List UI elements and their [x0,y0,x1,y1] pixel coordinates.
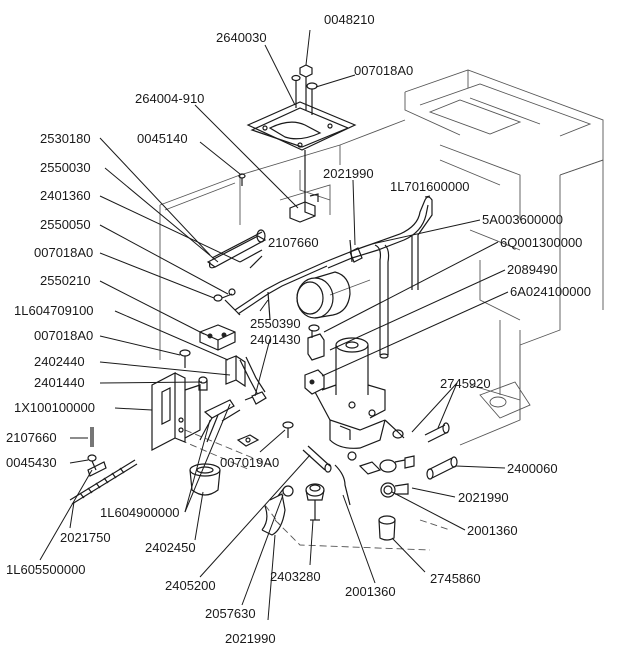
clamp-2021990-bottom [277,485,294,497]
label-2400060: 2400060 [507,461,558,476]
tube-2001360-bottom [334,464,351,506]
label-5A003600000: 5A003600000 [482,212,563,227]
label-1L605500000: 1L605500000 [6,562,86,577]
screw-007019A0 [236,421,294,447]
label-007018A0-top: 007018A0 [354,63,413,78]
label-007018A0-low: 007018A0 [34,328,93,343]
label-007019A0: 007019A0 [220,455,279,470]
block-264004-910 [289,150,319,223]
machine-body-outline [159,69,604,551]
label-2021990-bottom: 2021990 [225,631,276,646]
label-2001360-right: 2001360 [467,523,518,538]
label-2550210: 2550210 [40,273,91,288]
strainer-2403280 [305,483,325,521]
label-2640030: 2640030 [216,30,267,45]
pin-2107660-left [90,427,94,447]
l-tube-2402440 [225,355,266,401]
bolt-2745860 [378,515,396,541]
label-264004-910: 264004-910 [135,91,204,106]
label-2001360-bottom: 2001360 [345,584,396,599]
label-0048210: 0048210 [324,12,375,27]
label-2057630: 2057630 [205,606,256,621]
bracket-2550210 [199,324,236,351]
spring-2021750 [69,459,138,505]
tube-1L701600000 [324,196,433,359]
label-1X100100000: 1X100100000 [14,400,95,415]
label-2403280: 2403280 [270,569,321,584]
screw-007018A0-low [179,349,191,368]
label-0045430: 0045430 [6,455,57,470]
tube-2405200 [302,445,332,473]
label-2107660-left: 2107660 [6,430,57,445]
clamp-2021990-right [394,455,415,469]
connector-6Q001300000 [307,324,325,361]
part-labels: 2640030 0048210 007018A0 264004-910 2530… [6,12,591,646]
screw-0045140 [238,173,246,186]
fitting-2401430 [251,391,267,405]
label-2550030: 2550030 [40,160,91,175]
label-6A024100000: 6A024100000 [510,284,591,299]
screw-007018A0-top [291,74,318,115]
label-2021990-right: 2021990 [458,490,509,505]
bracket-6A024100000 [304,369,325,395]
label-1L604900000: 1L604900000 [100,505,180,520]
rod-2550390 [234,261,328,321]
label-2401440: 2401440 [34,375,85,390]
pump-2089490 [314,337,386,449]
tube-2400060 [426,456,458,480]
filter-5A003600000 [296,271,351,319]
label-2089490: 2089490 [507,262,558,277]
label-2401360: 2401360 [40,188,91,203]
label-1L701600000: 1L701600000 [390,179,470,194]
elbow-2057630 [261,493,286,536]
plate-1X100100000 [151,372,201,451]
label-2550050: 2550050 [40,217,91,232]
label-2021750: 2021750 [60,530,111,545]
label-2402450: 2402450 [145,540,196,555]
label-2405200: 2405200 [165,578,216,593]
hose-2745920 [384,419,450,443]
label-2745920: 2745920 [440,376,491,391]
label-1L604709100: 1L604709100 [14,303,94,318]
cover-plate-2640030 [246,101,357,151]
label-2401430: 2401430 [250,332,301,347]
label-2745860: 2745860 [430,571,481,586]
label-2530180: 2530180 [40,131,91,146]
label-0045140: 0045140 [137,131,188,146]
label-2402440: 2402440 [34,354,85,369]
label-2550390: 2550390 [250,316,301,331]
label-2021990-top: 2021990 [323,166,374,181]
shaft-assembly-2530180 [206,229,267,269]
label-6Q001300000: 6Q001300000 [500,235,582,250]
fitting-2001360 [347,451,409,498]
leader-lines [39,29,509,621]
label-2107660-mid: 2107660 [268,235,319,250]
tube-1L604900000 [199,399,241,443]
label-007018A0-mid: 007018A0 [34,245,93,260]
